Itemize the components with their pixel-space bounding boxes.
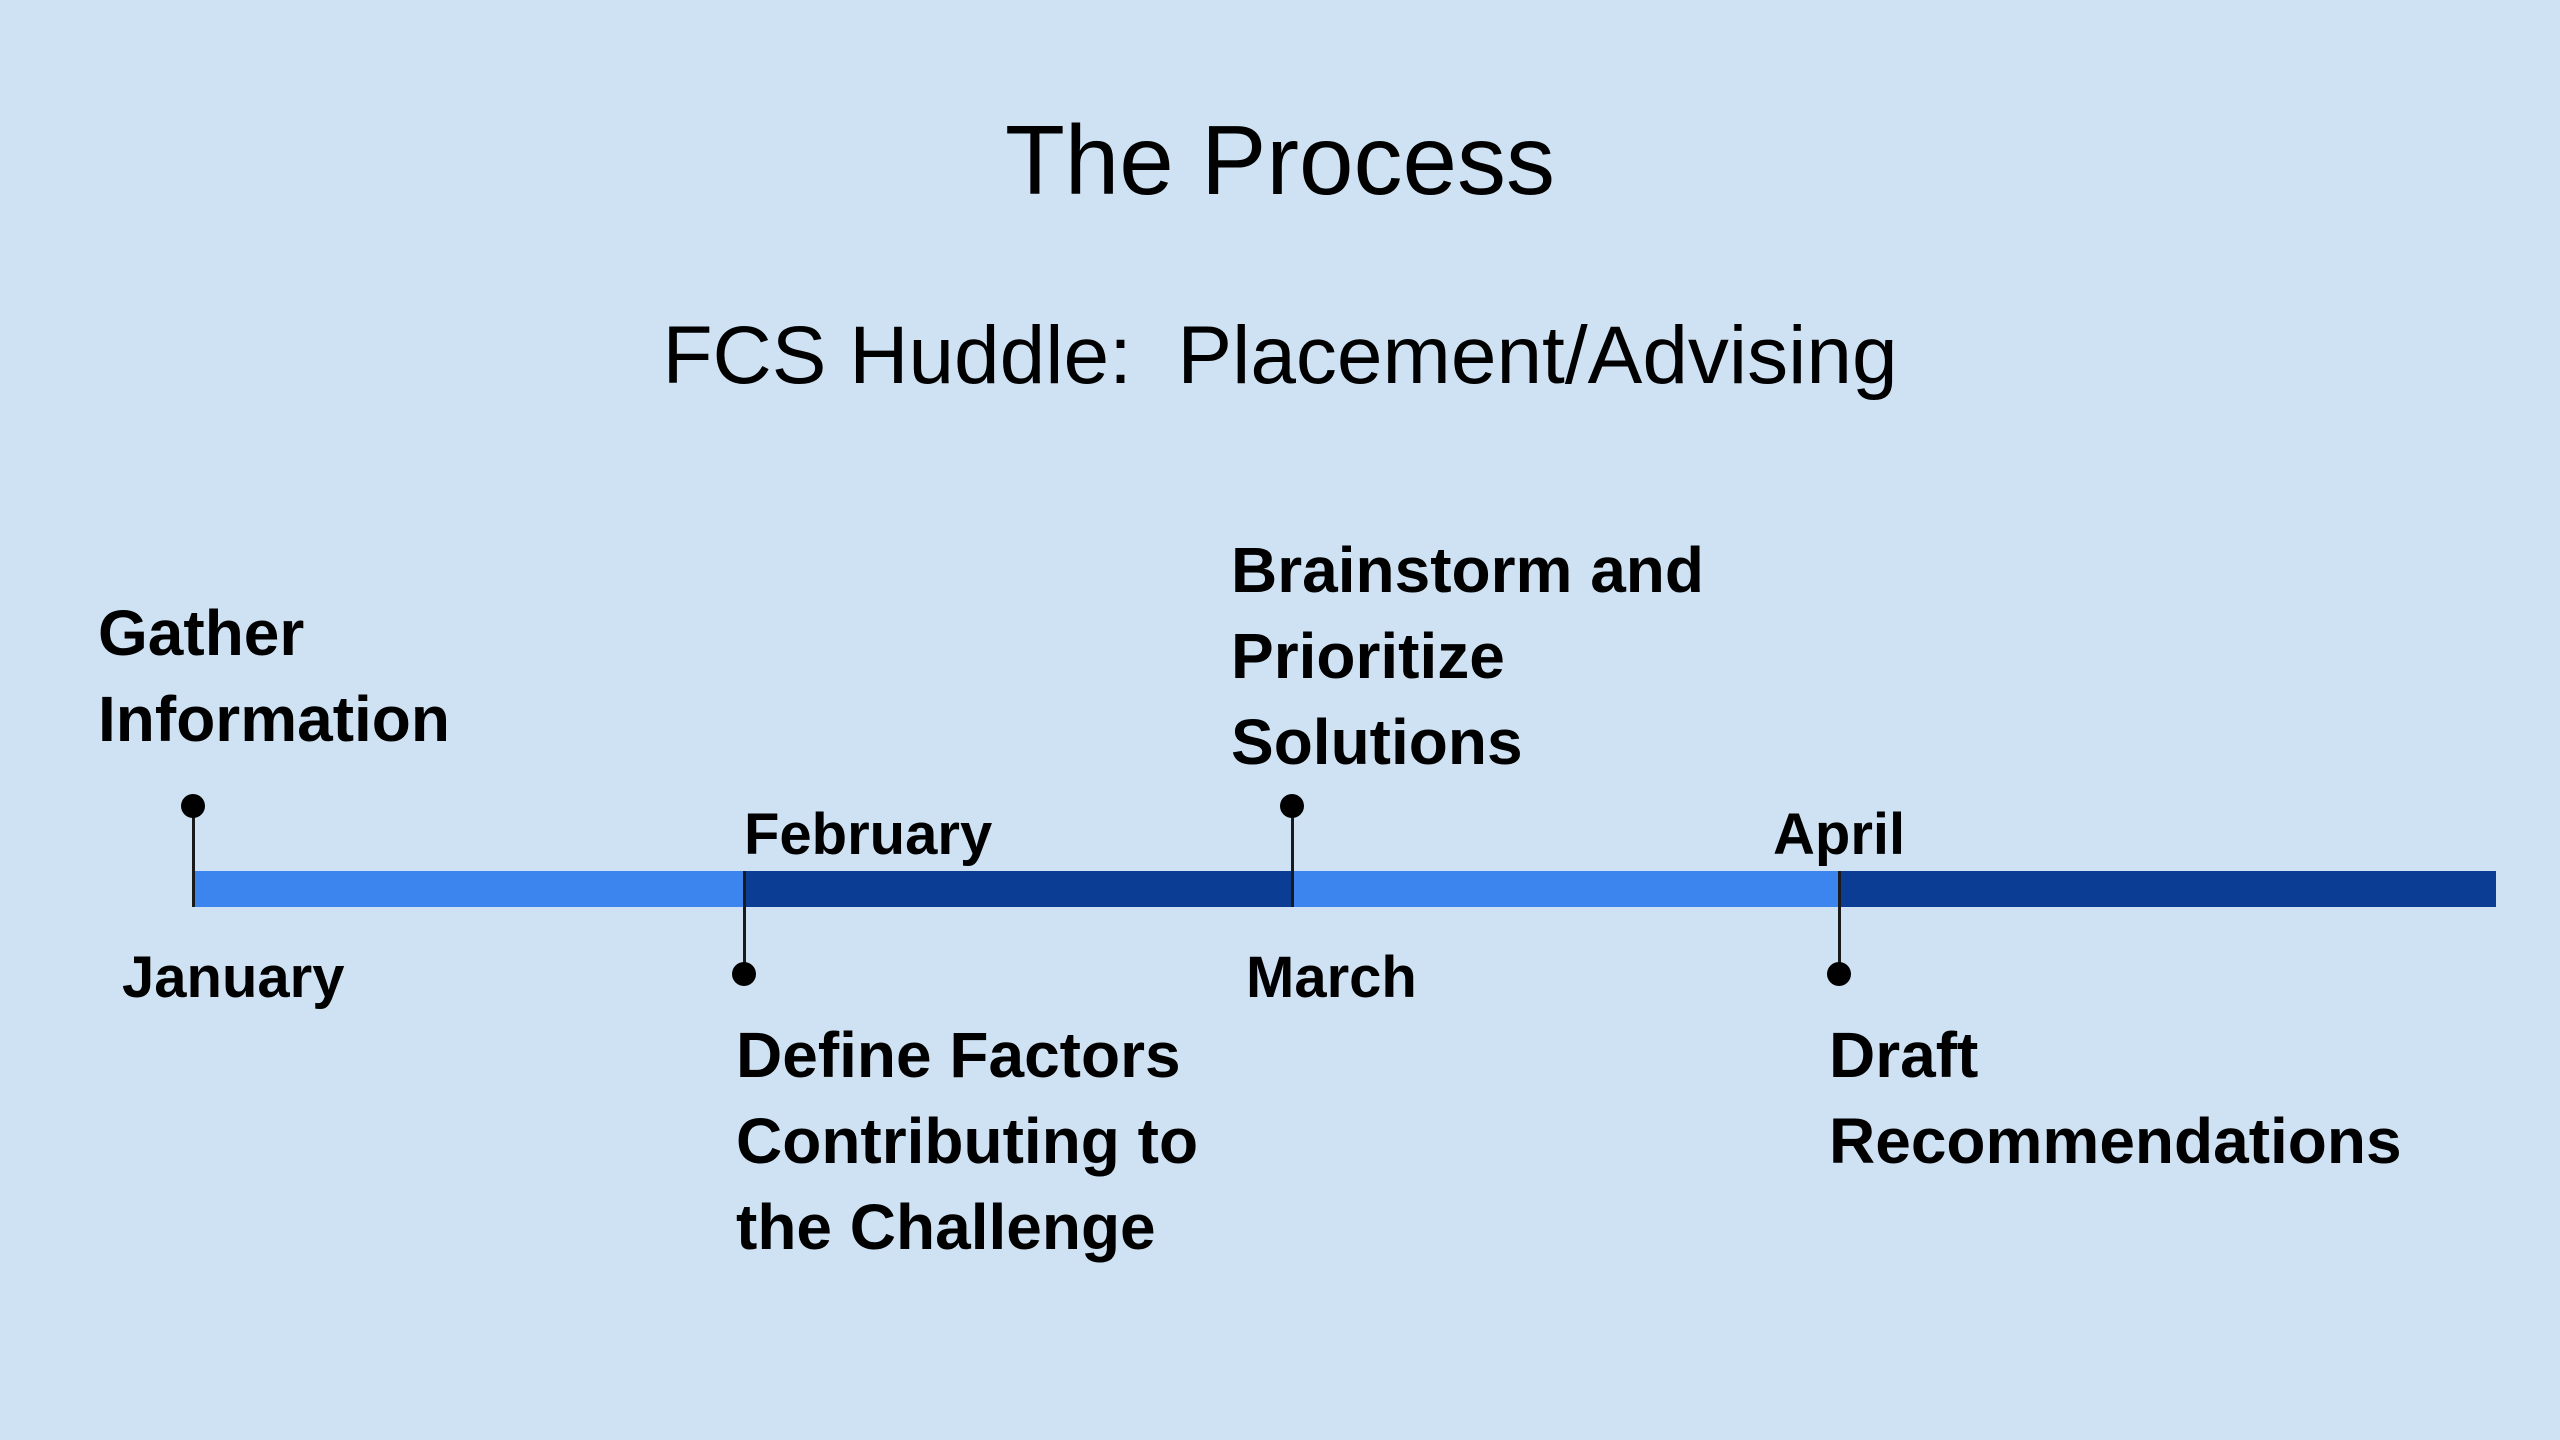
milestone-stem-3 [1291,806,1294,907]
month-label-january: January [122,945,345,1010]
milestone-dot-1 [181,794,205,818]
milestone-label-gather-information: Gather Information [98,597,450,755]
month-label-march: March [1246,945,1417,1010]
slide-subtitle: FCS Huddle: Placement/Advising [662,310,1898,401]
slide-title: The Process [1004,105,1556,215]
timeline-segment-january [192,871,744,907]
timeline-segment-february [744,871,1293,907]
milestone-stem-2 [743,871,746,973]
milestone-stem-4 [1838,871,1841,973]
month-label-february: February [744,802,993,867]
milestone-dot-4 [1827,962,1851,986]
milestone-stem-1 [192,806,195,907]
milestone-dot-3 [1280,794,1304,818]
milestone-label-draft-recommendations: Draft Recommendations [1829,1019,2402,1177]
timeline-segment-april [1840,871,2496,907]
timeline-segment-march [1293,871,1840,907]
milestone-label-brainstorm: Brainstorm and Prioritize Solutions [1231,534,1704,778]
month-label-april: April [1773,802,1906,867]
milestone-label-define-factors: Define Factors Contributing to the Chall… [736,1019,1199,1263]
milestone-dot-2 [732,962,756,986]
